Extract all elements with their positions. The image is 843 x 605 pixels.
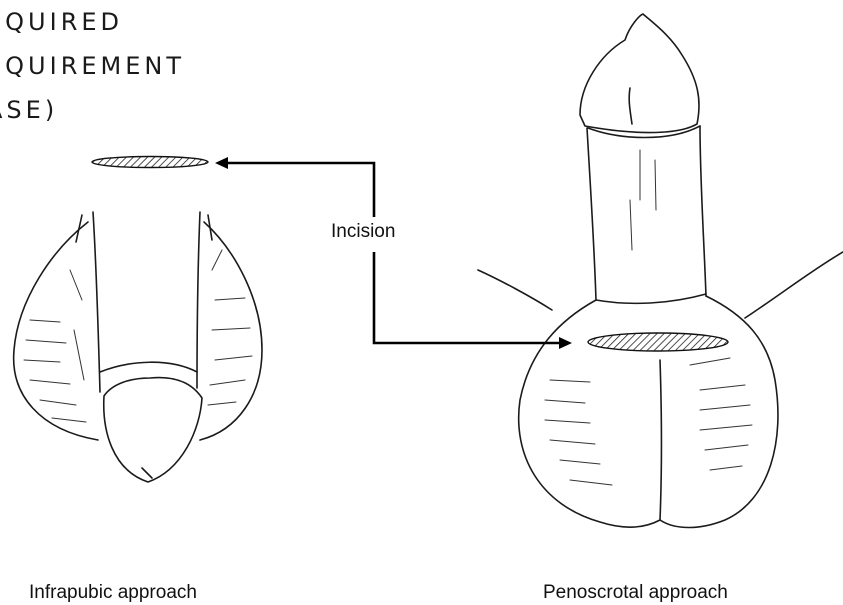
left-shaft-left-edge	[93, 212, 100, 392]
right-glans	[580, 14, 699, 133]
left-glans	[104, 378, 202, 482]
left-thigh-line	[478, 270, 552, 310]
incision-callout-connector	[224, 163, 560, 343]
penoscrotal-incision	[588, 333, 728, 351]
left-scrotum-left-lobe	[14, 222, 98, 440]
right-scrotum	[519, 296, 778, 528]
arrowhead-left-incision	[215, 157, 228, 169]
infrapubic-incision	[92, 157, 208, 168]
left-scrotum-right-lobe	[200, 222, 262, 440]
penoscrotal-drawing	[478, 14, 843, 528]
arrowhead-right-incision	[559, 337, 572, 349]
infrapubic-caption: Infrapubic approach	[29, 582, 197, 604]
incision-callout-label: Incision	[331, 221, 395, 243]
right-thigh-line	[745, 252, 843, 318]
infrapubic-drawing	[14, 212, 262, 482]
penoscrotal-caption: Penoscrotal approach	[543, 582, 728, 604]
right-shaft-right-edge	[700, 126, 706, 296]
right-shaft-left-edge	[587, 128, 596, 300]
left-shaft-right-edge	[197, 212, 200, 388]
